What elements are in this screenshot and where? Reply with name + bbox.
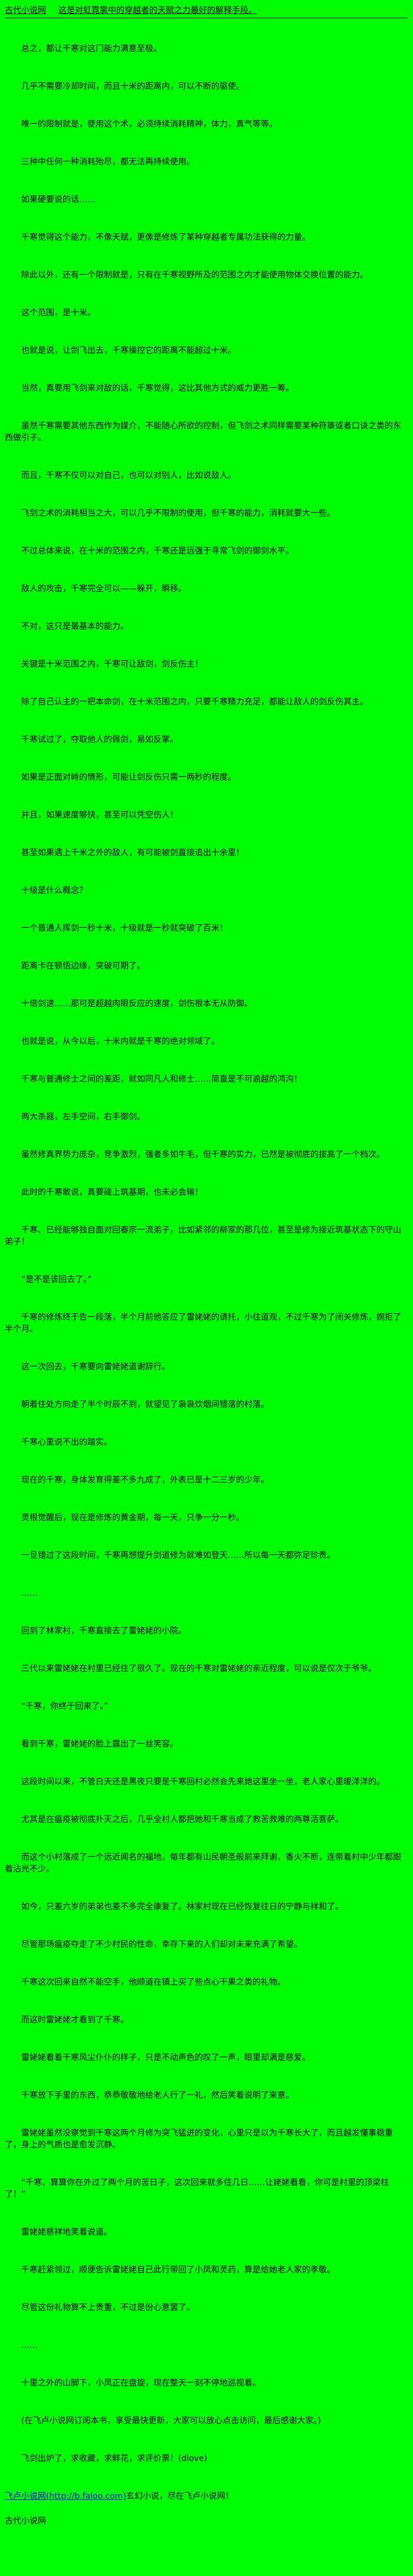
page-header: 古代小说网 这是对虹霓裳中的穿越者的天赋之力最好的解释手段。 (5, 5, 408, 18)
paragraph: …… (21, 1589, 38, 1598)
chapter-intro-text: 这是对虹霓裳中的穿越者的天赋之力最好的解释手段。 (58, 6, 257, 15)
paragraph: 尽管那场瘟疫夺走了不少村民的性命，幸存下来的人们却对未来充满了希望。 (21, 1940, 302, 1949)
paragraph: 十级是什么概念？ (21, 886, 87, 895)
paragraph: 看到千寒，雷姥姥的脸上露出了一丝笑容。 (21, 1740, 178, 1749)
paragraph: 也就是说，让剑飞出去，千寒操控它的距离不能超过十米。 (21, 346, 236, 355)
paragraph: 千寒放下手里的东西，恭恭敬敬地给老人行了一礼，然后笑着说明了来意。 (21, 2091, 294, 2100)
paragraph: 而这个小村落成了一个远近闻名的福地，每年都有山民朝圣般前来拜谢，香火不断，连带着… (5, 1853, 401, 1874)
promo-line: 飞卢小说网(http://b.faloo.com)玄幻小说，尽在飞卢小说网！ (5, 2491, 408, 2502)
paragraph: (在飞卢小说网订阅本书，享受最快更新，大家可以放心点击访问，最后感谢大家。) (21, 2416, 321, 2426)
paragraph: 这段时间以来，不管白天还是黑夜只要是千寒回村必然会先来她这里坐一坐，老人家心里暖… (21, 1777, 385, 1787)
paragraph: 如果是正面对峙的情形，可能让剑反伤只需一两秒的程度。 (21, 773, 236, 782)
paragraph: 这一次回去，千寒要向雷姥姥道谢辞行。 (21, 1362, 170, 1372)
paragraph: 一旦错过了这段时间，千寒再想提升剑道修为就难如登天……所以每一天都弥足珍贵。 (21, 1551, 335, 1560)
paragraph: 千寒的修炼终于告一段落，半个月前他答应了雷姥姥的请托，小住道观，不过千寒为了闭关… (5, 1313, 401, 1334)
paragraph: 唯一的限制就是，使用这个术，必须持续消耗精神，体力，真气等等。 (21, 120, 277, 129)
paragraph: 这个范围，是十米。 (21, 308, 96, 318)
paragraph: 总之，都让千寒对这门能力满意至极。 (21, 44, 162, 54)
paragraph: 雷姥姥看着千寒风尘仆仆的样子，只是不动声色的叹了一声，眼里却满是慈爱。 (21, 2053, 310, 2063)
paragraph: 回到了林家村，千寒直接去了雷姥姥的小院。 (21, 1626, 186, 1636)
paragraph: 此时的千寒敢说，真要碰上筑基期，也未必会输！ (21, 1188, 203, 1197)
site-name-link[interactable]: 古代小说网 (5, 6, 46, 15)
paragraph: 千寒这次回来自然不能空手，他顺道在镇上买了些点心干果之类的礼物。 (21, 1978, 286, 1987)
paragraph: 虽然修真界势力庞杂，竞争激烈，强者多如牛毛，但千寒的实力，已然是被彻底的拔高了一… (21, 1150, 385, 1159)
paragraph: 十里之外的山脚下，小凤正在盘旋，现在整天一刻不停地巡视着。 (21, 2379, 261, 2388)
paragraph: 现在的千寒，身体发育得差不多九成了，外表已是十二三岁的少年。 (21, 1475, 269, 1485)
paragraph: 不对，这只是最基本的能力。 (21, 622, 129, 631)
paragraph: 如今，只差六岁的弟弟也差不多完全康复了。林家村现在已经恢复往日的宁静与祥和了。 (21, 1902, 343, 1912)
paragraph: 如果硬要说的话…… (21, 195, 96, 205)
paragraph: 千寒试过了，夺取他人的佩剑，易如反掌。 (21, 735, 178, 745)
paragraph: 除此以外，还有一个限制就是，只有在千寒视野所及的范围之内才能使用物体交换位置的能… (21, 271, 368, 280)
paragraph: “千寒，你终于回来了。” (21, 1702, 109, 1711)
paragraph: 而这时雷姥姥才看到了千寒。 (21, 2015, 129, 2025)
paragraph: 千寒、已经能够独自面对回春宗一流弟子，比如紧邻的柳家的那几位，甚至是修为接近筑基… (5, 1226, 401, 1247)
paragraph: 三种中任何一种消耗殆尽，都无法再持续使用。 (21, 157, 195, 167)
paragraph: 两大杀器，左手空间，右手御剑。 (21, 1112, 145, 1122)
faloo-site-link[interactable]: 飞卢小说网(http://b.faloo.com) (5, 2492, 126, 2501)
paragraph: 不过总体来说，在十米的范围之内，千寒还是远强于寻常飞剑的御剑水平。 (21, 546, 294, 556)
paragraph: 尽管这份礼物算不上贵重，不过是份心意罢了。 (21, 2303, 195, 2313)
novel-body: 总之，都让千寒对这门能力满意至极。几乎不需要冷却时间，而且十米的距离内，可以不断… (5, 43, 408, 2465)
footer-site-name: 古代小说网 (5, 2516, 46, 2526)
paragraph: 敌人的攻击，千寒完全可以——躲开，瞬移。 (21, 584, 186, 594)
paragraph: 三代以来雷姥姥在村里已经住了很久了。现在的千寒对雷姥姥的亲近程度，可以说是仅次于… (21, 1664, 376, 1674)
paragraph: 并且，如果速度够快，甚至可以凭空伤人！ (21, 811, 178, 820)
paragraph: 一个普通人挥剑一秒十米，十级就是一秒就突破了百米！ (21, 924, 228, 933)
paragraph: 虽然千寒需要其他东西作为媒介，不能随心所欲的控制，但飞剑之术同样需要某种符箓或者… (5, 421, 401, 443)
paragraph: 雷姥姥慈祥地笑着说道。 (21, 2228, 112, 2237)
paragraph: 灵根觉醒后，现在是修炼的黄金期，每一天，只争一分一秒。 (21, 1513, 244, 1523)
paragraph: “是不是该回去了。” (21, 1275, 92, 1284)
paragraph: 当然，真要用飞剑来对敌的话，千寒觉得，这比其他方式的威力更胜一筹。 (21, 384, 294, 393)
paragraph: 几乎不需要冷却时间，而且十米的距离内，可以不断的驱使。 (21, 82, 244, 91)
paragraph: 飞剑之术的消耗相当之大，可以几乎不限制的使用，但千寒的能力，消耗就要大一些。 (21, 509, 335, 518)
paragraph: 而且，千寒不仅可以对自己，也可以对别人，比如说敌人。 (21, 471, 236, 480)
paragraph: 甚至如果遇上千米之外的敌人，有可能被剑直接追出十余里！ (21, 848, 244, 858)
paragraph: 关键是十米范围之内，千寒可让敌剑，剑反伤主！ (21, 660, 203, 669)
paragraph: 尤其是在瘟疫被彻底扑灭之后，几乎全村人都把她和千寒当成了救苦救难的两尊活菩萨。 (21, 1815, 343, 1824)
paragraph: 除了自己认主的一把本命剑，在十米范围之内，只要千寒精力充足，都能让敌人的剑反伤其… (21, 697, 368, 707)
promo-suffix-text: 玄幻小说，尽在飞卢小说网！ (126, 2492, 234, 2501)
paragraph: 十倍剑速……那可是超越肉眼反应的速度，剑伤根本无从防御。 (21, 999, 253, 1009)
paragraph: 千寒觉得这个能力，不像天赋，更像是修炼了某种穿越者专属功法获得的力量。 (21, 233, 310, 242)
paragraph: …… (21, 2341, 38, 2350)
paragraph: “千寒、算算你在外过了两个月的苦日子，这次回来就多住几日……让姥姥看看，你可是村… (5, 2178, 389, 2199)
paragraph: 也就是说，从今以后，十米内就是千寒的绝对领域了。 (21, 1037, 219, 1046)
paragraph: 飞剑出炉了，求收藏，求鲜花，求评价票！(dlove) (21, 2454, 208, 2463)
paragraph: 雷姥姥虽然没察觉到千寒这两个月修为突飞猛进的变化，心里只是以为千寒长大了，而且越… (5, 2129, 393, 2150)
paragraph: 千寒心里说不出的踏实。 (21, 1438, 112, 1447)
paragraph: 千寒与普通修士之间的差距，就如同凡人和修士……简直是不可逾越的鸿沟！ (21, 1075, 302, 1084)
paragraph: 朝着住处方向走了半个时辰不到，就望见了袅袅炊烟间错落的村落。 (21, 1400, 269, 1409)
paragraph: 距离卡在顿悟边缘，突破可期了。 (21, 961, 145, 971)
paragraph: 千寒赶紧领过，顺便告诉雷姥姥自己此行带回了小凤和灵药，算是给她老人家的孝敬。 (21, 2265, 335, 2275)
